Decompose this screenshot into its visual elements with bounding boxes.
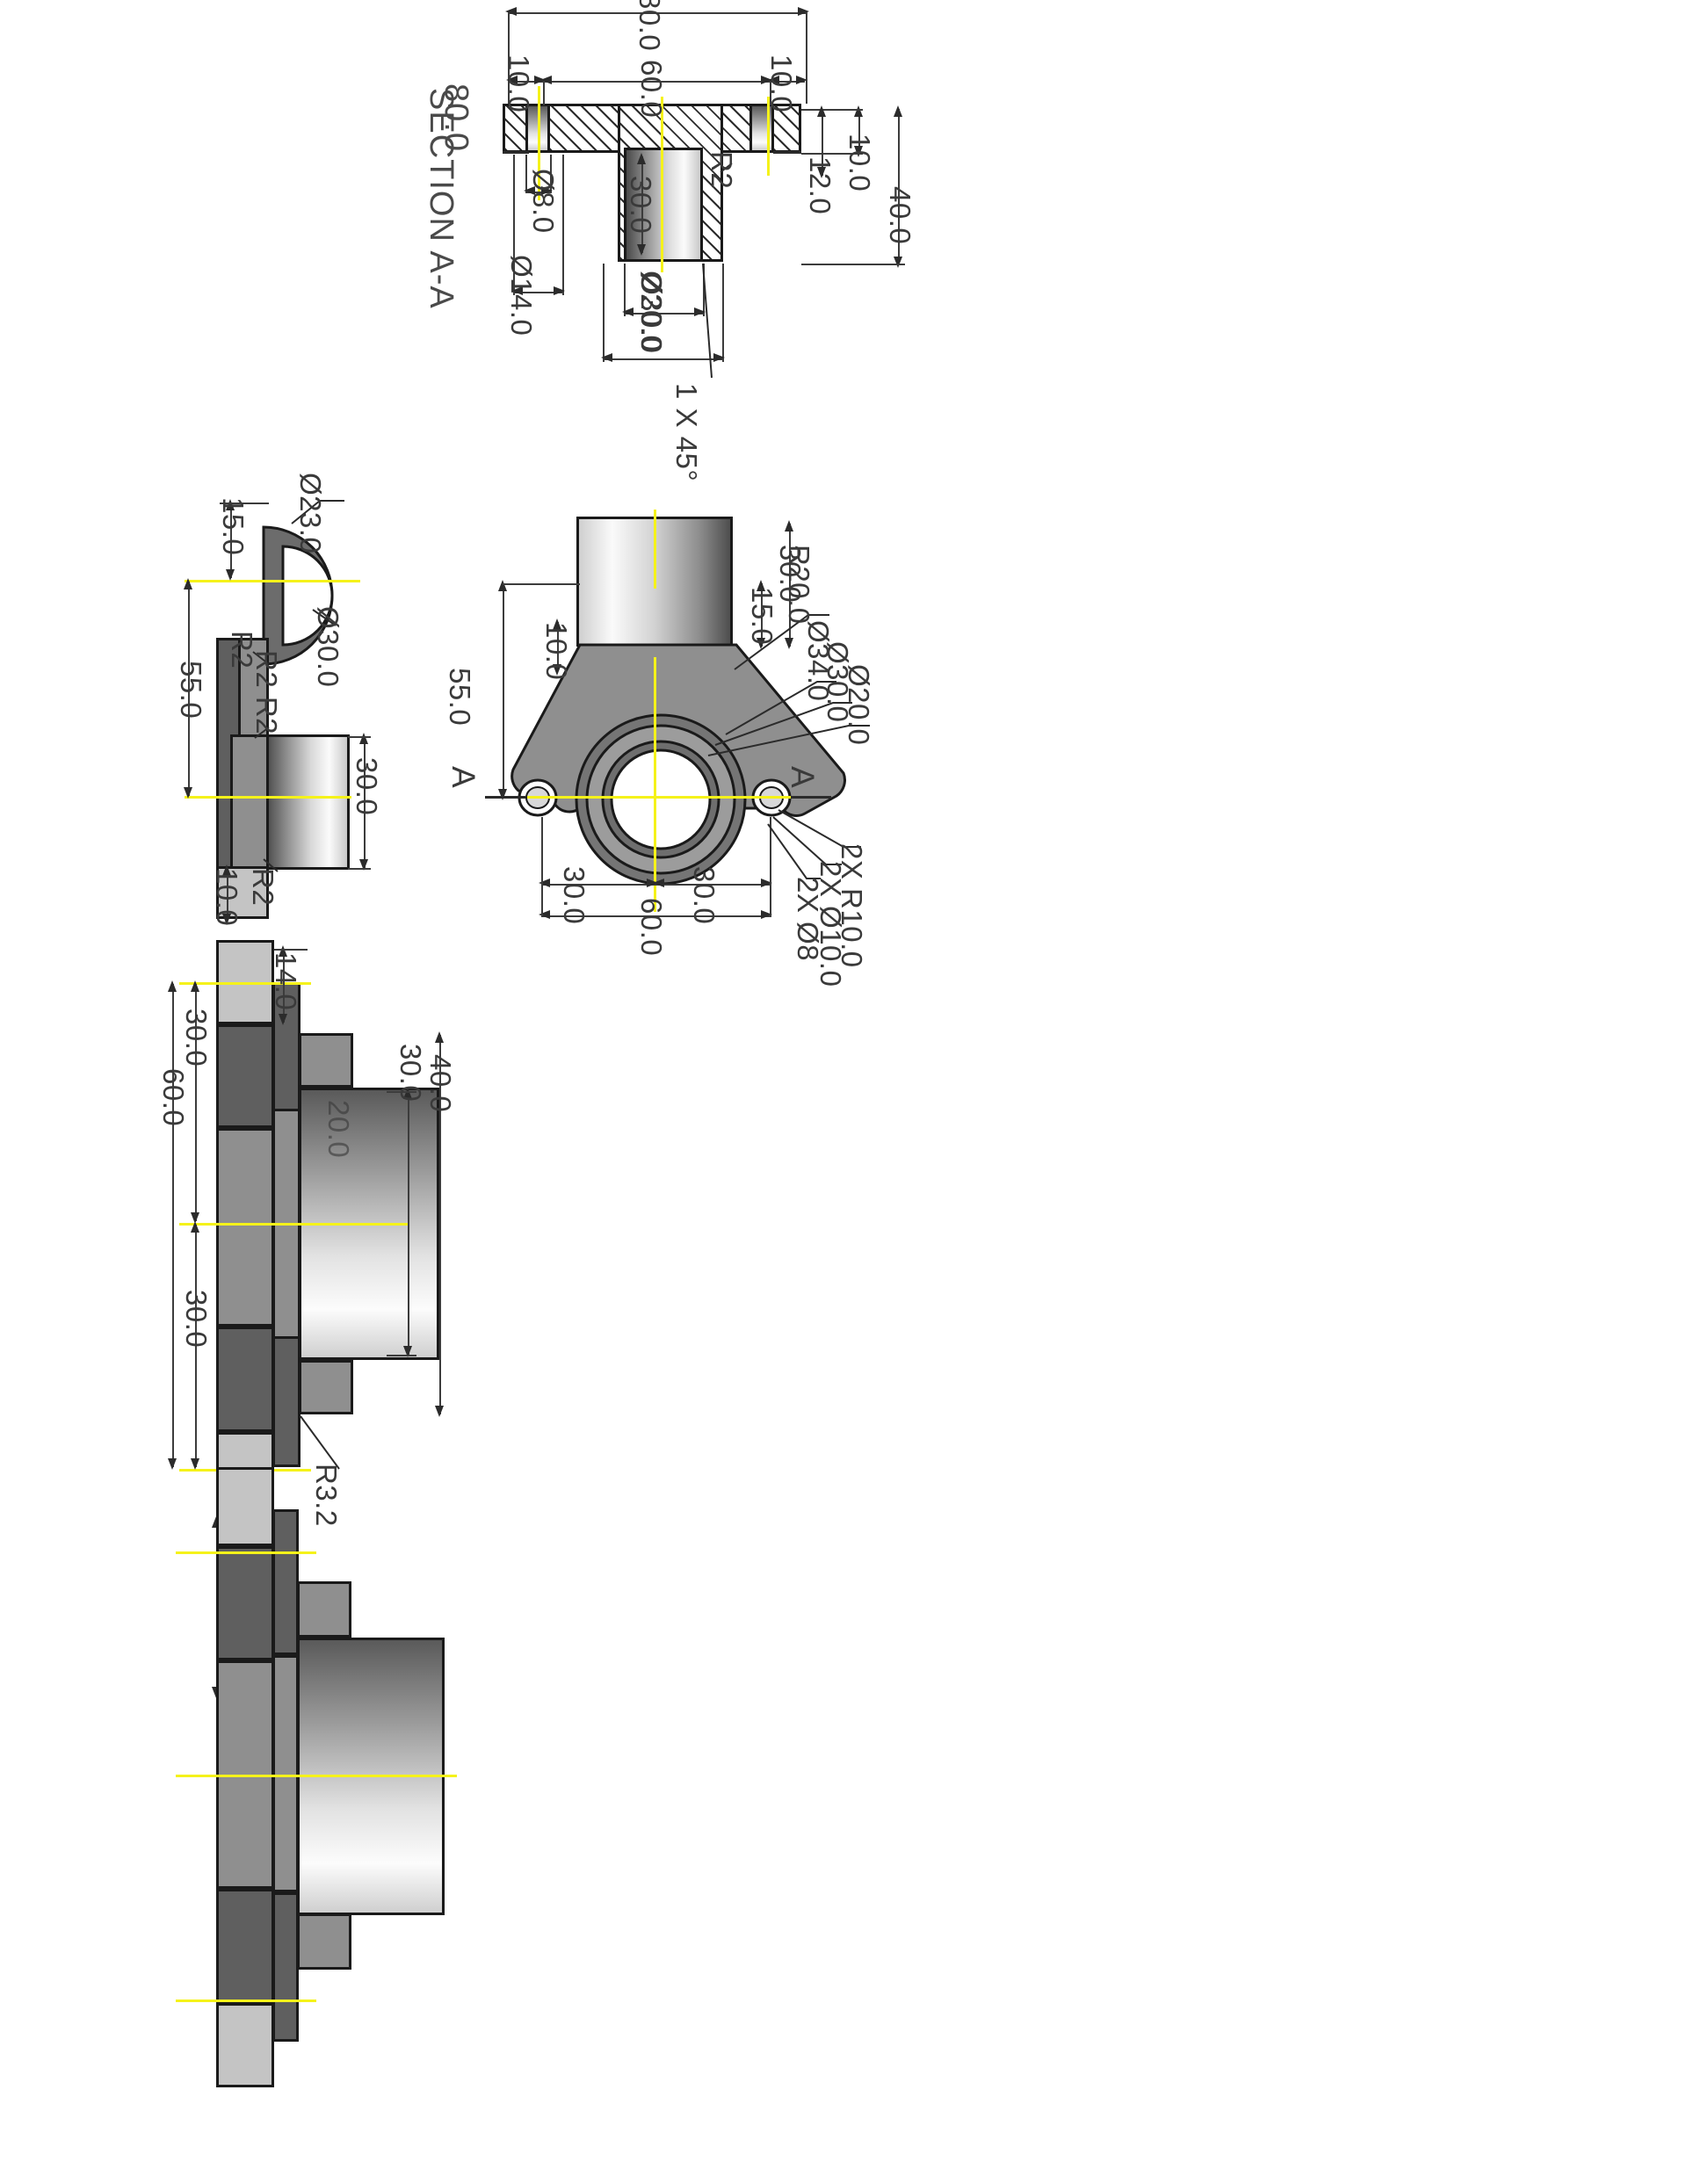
side-centerline-upper bbox=[185, 580, 360, 582]
r2-side-lower-leader bbox=[263, 858, 279, 872]
lower-plate-d bbox=[216, 1889, 274, 2003]
lower-plate-a bbox=[216, 1467, 274, 1546]
bottom-shoulder-bottom bbox=[299, 1360, 353, 1414]
front-centerline-h bbox=[527, 796, 791, 799]
dimline-80 bbox=[508, 12, 807, 14]
lower-centerline-bot bbox=[176, 2000, 316, 2002]
dimline-60 bbox=[543, 81, 770, 83]
bottom-centerline-a bbox=[179, 982, 311, 985]
section-centerline-left bbox=[538, 86, 540, 200]
side-view-boss-base bbox=[230, 734, 269, 870]
bottom-plate-seg2 bbox=[216, 1024, 274, 1128]
front-centerline-v bbox=[654, 657, 656, 912]
lower-shoulder-top bbox=[297, 1581, 351, 1638]
lower-plate-b bbox=[216, 1546, 274, 1660]
side-view-hook bbox=[262, 525, 334, 666]
section-centerline-right bbox=[767, 97, 770, 176]
section-central-bore bbox=[624, 148, 703, 262]
d30-side-leader bbox=[312, 609, 337, 626]
section-right-bolt-hole bbox=[749, 104, 774, 153]
r2-leader-section bbox=[720, 163, 733, 173]
r2-side-leaders bbox=[252, 651, 270, 739]
section-step-left bbox=[503, 151, 529, 154]
ext-80-right bbox=[806, 12, 807, 104]
side-centerline-lower bbox=[185, 796, 351, 799]
chamfer-leader bbox=[702, 263, 713, 379]
dim-r32: R3.2 bbox=[310, 1464, 343, 1527]
section-step-right bbox=[773, 151, 801, 154]
bottom-plate-seg3 bbox=[216, 1128, 274, 1327]
front-leader-cluster bbox=[707, 614, 870, 756]
d23-leader bbox=[291, 500, 344, 524]
section-centerline-mid bbox=[661, 97, 663, 272]
lower-centerline bbox=[176, 1775, 457, 1777]
lower-rib-bot bbox=[272, 1892, 299, 2042]
lower-centerline-top bbox=[176, 1551, 316, 1554]
lower-plate-e bbox=[216, 2003, 274, 2087]
ext-80-left bbox=[508, 12, 510, 104]
lower-rib-mid bbox=[272, 1655, 299, 1892]
lower-rib-top bbox=[272, 1509, 299, 1655]
front-centerline-v-top bbox=[654, 510, 656, 589]
bottom-centerline-b bbox=[179, 1223, 408, 1226]
bottom-shoulder-top bbox=[299, 1033, 353, 1088]
lower-shoulder-bot bbox=[297, 1913, 351, 1970]
front-bolt-leader-cluster bbox=[767, 809, 861, 879]
bottom-rib-bottom bbox=[272, 1335, 300, 1467]
front-bore-rings bbox=[575, 713, 747, 886]
bottom-plate-seg4 bbox=[216, 1327, 274, 1432]
